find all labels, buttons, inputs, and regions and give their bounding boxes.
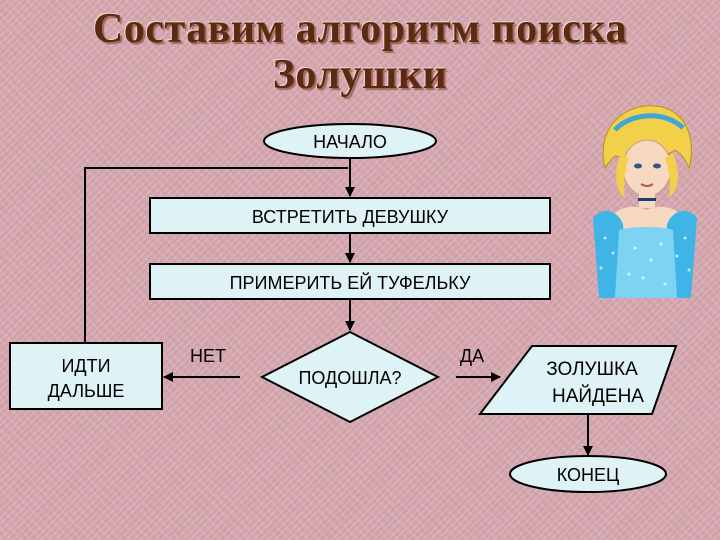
decision-fits: ПОДОШЛА?: [259, 330, 441, 424]
page-title: Составим алгоритм поиска Золушки: [0, 6, 720, 98]
output-cinderella-found: ЗОЛУШКА НАЙДЕНА: [477, 345, 678, 415]
cinderella-picture: [593, 105, 697, 298]
yes-label: ДА: [460, 346, 484, 366]
output-line1: ЗОЛУШКА: [546, 359, 638, 380]
end-terminator: КОНЕЦ: [509, 455, 667, 493]
title-line-1: Составим алгоритм поиска: [93, 6, 627, 52]
go-further-line2: ДАЛЬШЕ: [48, 381, 125, 401]
go-further-line1: ИДТИ: [61, 356, 110, 376]
output-line2: НАЙДЕНА: [552, 385, 644, 407]
process-go-further: ИДТИ ДАЛЬШЕ: [9, 342, 163, 410]
process-try-shoe: ПРИМЕРИТЬ ЕЙ ТУФЕЛЬКУ: [149, 263, 551, 300]
title-line-2: Золушки: [272, 52, 448, 98]
process-meet-girl: ВСТРЕТИТЬ ДЕВУШКУ: [149, 197, 551, 234]
decision-label: ПОДОШЛА?: [298, 368, 401, 388]
start-terminator: НАЧАЛО: [263, 123, 437, 159]
loop-back-line: [84, 167, 348, 343]
step2-label: ПРИМЕРИТЬ ЕЙ ТУФЕЛЬКУ: [230, 272, 471, 293]
no-label: НЕТ: [190, 346, 226, 366]
start-label: НАЧАЛО: [313, 132, 387, 152]
step1-label: ВСТРЕТИТЬ ДЕВУШКУ: [252, 207, 449, 227]
end-label: КОНЕЦ: [557, 465, 620, 485]
